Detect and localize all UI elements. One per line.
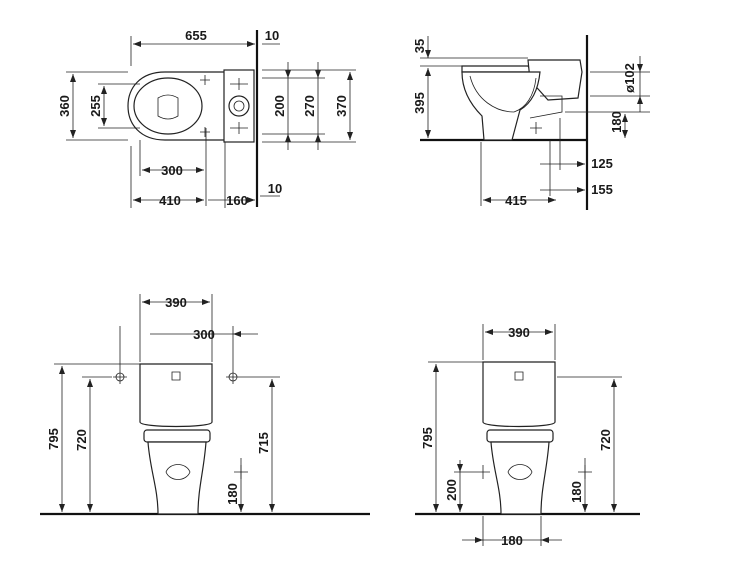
front-view-left: 390 300 795 720 715 180 [40, 294, 370, 516]
side-fixing-mark [530, 122, 542, 134]
side-dim-35: 35 [412, 39, 427, 53]
front-left-dim-300: 300 [193, 327, 215, 342]
top-bowl-inner [133, 77, 203, 135]
front-left-pedestal [147, 441, 207, 515]
top-dim-200: 200 [272, 95, 287, 117]
top-dim-410: 410 [159, 193, 181, 208]
front-right-seat [486, 429, 554, 443]
side-seat [461, 65, 534, 73]
front-left-outlet [165, 464, 191, 480]
top-flush-button [228, 95, 250, 117]
side-dim-395: 395 [412, 92, 427, 114]
front-right-cistern [482, 361, 556, 428]
front-left-dim-720: 720 [74, 429, 89, 451]
front-right-dim-720: 720 [598, 429, 613, 451]
top-dim-360: 360 [57, 95, 72, 117]
side-trap [469, 75, 537, 113]
front-right-dim-795: 795 [420, 427, 435, 449]
top-fixing-marks [230, 78, 248, 134]
front-right-dim-180b: 180 [501, 533, 523, 548]
front-left-button [171, 371, 181, 381]
top-dim-10b: 10 [268, 181, 282, 196]
front-left-cross-1 [113, 370, 127, 384]
front-right-dim-180a: 180 [569, 481, 584, 503]
side-bowl [461, 71, 541, 141]
top-dim-160: 160 [226, 193, 248, 208]
front-left-seat [143, 429, 211, 443]
front-left-cross-2 [226, 370, 240, 384]
top-view: 655 10 360 255 200 270 370 [57, 28, 356, 208]
top-bowl-marks [200, 75, 210, 137]
front-view-right: 390 795 720 200 180 180 [415, 324, 640, 548]
front-left-dim-180: 180 [225, 483, 240, 505]
front-right-button [514, 371, 524, 381]
top-dim-10a: 10 [265, 28, 279, 43]
side-outlet [529, 95, 563, 119]
top-dim-255: 255 [88, 95, 103, 117]
front-left-dim-390: 390 [165, 295, 187, 310]
side-dim-415: 415 [505, 193, 527, 208]
side-view: 35 395 ø102 180 125 155 415 [412, 35, 650, 210]
top-dim-270: 270 [302, 95, 317, 117]
side-dim-102: ø102 [622, 63, 637, 93]
front-right-dim-390: 390 [508, 325, 530, 340]
top-flush-button-inner [233, 100, 245, 112]
front-right-cross-left [476, 465, 490, 479]
front-left-dim-715: 715 [256, 432, 271, 454]
top-dim-300: 300 [161, 163, 183, 178]
side-dim-155: 155 [591, 182, 613, 197]
front-right-pedestal [490, 441, 550, 515]
front-right-outlet [507, 464, 533, 480]
side-dim-125: 125 [591, 156, 613, 171]
front-left-dim-795: 795 [46, 428, 61, 450]
top-seat-hinge [157, 94, 179, 120]
front-left-cistern [139, 363, 213, 428]
top-dim-655: 655 [185, 28, 207, 43]
top-dim-370: 370 [334, 95, 349, 117]
top-bowl-outline [127, 71, 226, 141]
side-dim-180: 180 [609, 111, 624, 133]
front-right-dim-200: 200 [444, 479, 459, 501]
